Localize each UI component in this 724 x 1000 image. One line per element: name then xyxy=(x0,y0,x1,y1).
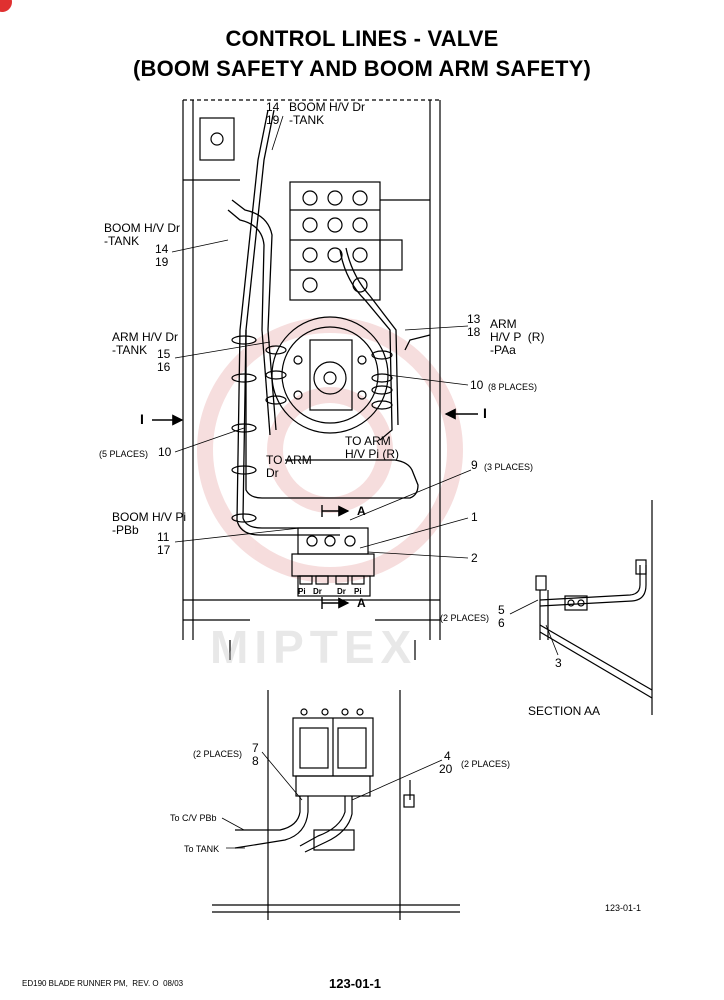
hose-bundle-left xyxy=(227,109,419,536)
page-subtitle: (BOOM SAFETY AND BOOM ARM SAFETY) xyxy=(133,56,591,81)
label-num-14-top: 14 xyxy=(266,100,280,114)
footer-document-info: ED190 BLADE RUNNER PM, REV. O 08/03 xyxy=(22,979,184,988)
label-num-19-top: 19 xyxy=(266,113,280,127)
corner-marker xyxy=(0,0,12,12)
label-arm-hv-p: ARM H/V P (R) -PAa xyxy=(490,317,545,357)
hose-clamps xyxy=(231,335,393,523)
section-aa-detail xyxy=(535,500,653,715)
lower-detail-view xyxy=(212,690,460,920)
label-num-5: 5 xyxy=(498,603,505,617)
label-to-cv-pbb: To C/V PBb xyxy=(170,813,217,823)
label-section-i-left: I xyxy=(140,411,144,427)
label-boom-hv-pi: BOOM H/V Pi -PBb xyxy=(112,510,187,537)
label-section-i-right: I xyxy=(483,405,487,421)
label-num-9: 9 xyxy=(471,458,478,472)
label-num-2: 2 xyxy=(471,551,478,565)
label-num-8: 8 xyxy=(252,754,259,768)
label-boom-hv-dr-top: BOOM H/V Dr -TANK xyxy=(289,100,366,127)
leader-lines xyxy=(171,115,472,559)
label-num-15: 15 xyxy=(157,347,171,361)
label-to-arm-pi: TO ARM H/V Pi (R) xyxy=(345,434,399,461)
watermark-gear xyxy=(197,317,463,583)
label-num-1: 1 xyxy=(471,510,478,524)
label-num-10-right: 10 xyxy=(470,378,484,392)
section-aa-leaders xyxy=(509,599,559,656)
label-num-17: 17 xyxy=(157,543,171,557)
main-frame xyxy=(182,99,441,660)
control-valve-block xyxy=(289,181,403,301)
label-num-16: 16 xyxy=(157,360,171,374)
boom-safety-valve xyxy=(291,527,375,597)
label-section-aa: SECTION AA xyxy=(528,704,601,718)
page-title: CONTROL LINES - VALVE xyxy=(225,26,499,51)
label-num-3: 3 xyxy=(555,656,562,670)
label-boom-hv-dr-left: BOOM H/V Dr -TANK xyxy=(104,221,181,248)
label-places-2-420: (2 PLACES) xyxy=(461,759,511,769)
swing-motor xyxy=(271,316,389,434)
label-num-19-left: 19 xyxy=(155,255,169,269)
lower-detail-leaders xyxy=(221,751,443,849)
label-num-13: 13 xyxy=(467,312,481,326)
section-arrows xyxy=(152,408,478,609)
watermark-text: MIPTEX xyxy=(210,621,418,673)
label-port-dr-2: Dr xyxy=(337,587,346,596)
label-num-10-left: 10 xyxy=(158,445,172,459)
label-to-tank: To TANK xyxy=(184,844,220,854)
label-places-2-78: (2 PLACES) xyxy=(193,749,243,759)
label-section-a-top: A xyxy=(357,504,366,518)
label-port-pi-2: Pi xyxy=(354,587,362,596)
label-places-2-56: (2 PLACES) xyxy=(440,613,490,623)
label-num-6: 6 xyxy=(498,616,505,630)
label-figure-id: 123-01-1 xyxy=(605,903,642,913)
label-num-20: 20 xyxy=(439,762,453,776)
label-num-18: 18 xyxy=(467,325,481,339)
label-num-14-left: 14 xyxy=(155,242,169,256)
label-places-8: (8 PLACES) xyxy=(488,382,538,392)
label-places-3: (3 PLACES) xyxy=(484,462,534,472)
label-num-4: 4 xyxy=(444,749,451,763)
label-num-7: 7 xyxy=(252,741,259,755)
label-arm-hv-dr: ARM H/V Dr -TANK xyxy=(112,330,178,357)
label-num-11: 11 xyxy=(157,530,170,544)
label-port-dr-1: Dr xyxy=(313,587,322,596)
label-section-a-bottom: A xyxy=(357,596,366,610)
hose-bundle-right xyxy=(339,247,431,441)
label-port-pi-1: Pi xyxy=(298,587,306,596)
label-to-arm-dr: TO ARM Dr xyxy=(266,453,312,480)
label-places-5: (5 PLACES) xyxy=(99,449,149,459)
footer-page-number: 123-01-1 xyxy=(329,976,382,991)
